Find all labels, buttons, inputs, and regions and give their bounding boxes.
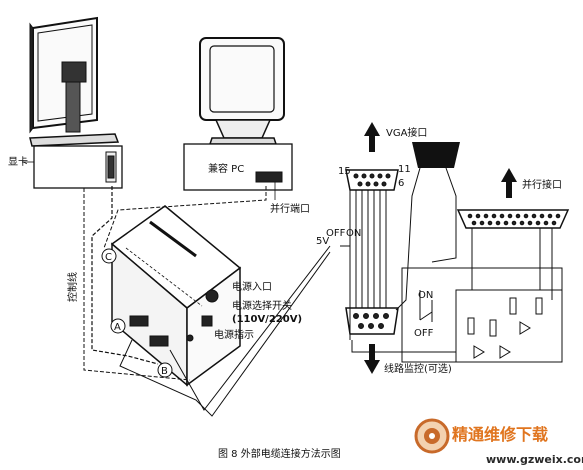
display-card-box	[33, 145, 123, 189]
parallel-arrow-up	[501, 168, 517, 198]
relay-off-label: OFF	[414, 328, 434, 339]
marker-a: A	[110, 318, 126, 334]
vga-wire-bundle	[340, 167, 457, 340]
pin-11-label: 11	[398, 164, 411, 175]
marker-b: B	[157, 362, 173, 378]
pin-6-label: 6	[398, 178, 404, 189]
parallel-connector	[456, 209, 570, 229]
marker-b-text: B	[161, 366, 168, 377]
marker-c: C	[101, 248, 117, 264]
power-input-label: 电源入口	[232, 280, 272, 293]
control-line-label: 控制线	[66, 272, 79, 302]
figure-caption: 图 8 外部电缆连接方法示图	[218, 447, 341, 460]
crt-monitor	[199, 37, 285, 145]
vga-arrow-up	[364, 122, 380, 152]
control-circuit	[351, 228, 563, 363]
parallel-label: 并行接口	[522, 178, 562, 191]
watermark-logo	[414, 418, 450, 454]
power-indicator-label: 电源指示	[214, 328, 254, 341]
voltage-label: 5V	[316, 236, 329, 247]
left-cables	[83, 186, 331, 417]
marker-a-text: A	[114, 322, 121, 333]
line-monitor-label: 线路监控(可选)	[384, 362, 452, 375]
vga-connector-female	[412, 142, 460, 168]
switch-unit	[110, 205, 242, 387]
vga-connector-bottom	[345, 307, 399, 335]
relay-on-label: ON	[418, 290, 433, 301]
switch-off-label: OFF	[326, 228, 346, 239]
pc-label: 兼容 PC	[208, 162, 244, 175]
watermark-url: www.gzweix.com	[486, 453, 583, 466]
switch-on-label: ON	[346, 228, 361, 239]
marker-c-text: C	[105, 252, 112, 263]
vga-label: VGA接口	[386, 126, 427, 139]
monitor-arrow-down	[364, 344, 380, 374]
lcd-monitor	[29, 16, 120, 147]
parallel-port-label: 并行端口	[270, 202, 310, 215]
power-select-values: (110V/220V)	[232, 314, 302, 325]
power-select-label: 电源选择开关	[232, 299, 292, 312]
pin-15-label: 15	[338, 166, 351, 177]
vga-connector-top	[345, 169, 399, 191]
display-card-label: 显卡	[8, 155, 28, 168]
watermark-text: 精通维修下载	[452, 425, 548, 444]
pc-case	[183, 143, 293, 191]
